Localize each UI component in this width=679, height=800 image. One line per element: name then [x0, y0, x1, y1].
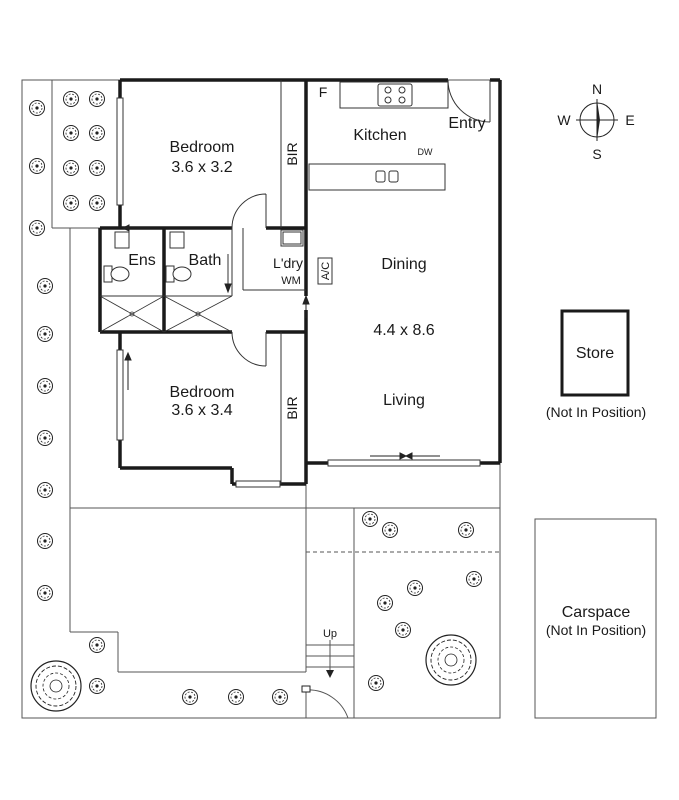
windows — [116, 97, 481, 488]
ensuite-label: Ens — [128, 252, 156, 269]
garden-lines — [51, 80, 500, 718]
kitchen-label: Kitchen — [353, 127, 406, 144]
compass-east: E — [625, 112, 634, 128]
compass-west: W — [557, 112, 571, 128]
bedroom-2-size: 3.6 x 3.4 — [171, 402, 232, 419]
bedroom-1-size: 3.6 x 3.2 — [171, 159, 232, 176]
carspace-note: (Not In Position) — [546, 622, 646, 638]
steps — [306, 640, 354, 678]
small-arrows — [121, 224, 310, 318]
laundry-fixtures — [280, 229, 333, 285]
entry-label: Entry — [448, 115, 485, 132]
store-label: Store — [576, 345, 614, 362]
laundry-label: L'dry — [273, 255, 303, 271]
bathroom-fixtures — [103, 231, 192, 283]
sliding-door-arrows — [124, 351, 440, 460]
kitchen-bench — [308, 81, 449, 191]
bir-label-top: BIR — [284, 142, 300, 165]
gate-swing — [305, 689, 349, 719]
living-label: Living — [383, 392, 425, 409]
stairs-up-label: Up — [323, 628, 337, 640]
gate-post — [301, 685, 311, 693]
dining-label: Dining — [381, 256, 426, 273]
store-note: (Not In Position) — [546, 404, 646, 420]
door-swings — [227, 79, 491, 367]
compass-south: S — [592, 146, 601, 162]
bir-label-bottom: BIR — [284, 396, 300, 419]
air-con-label: A/C — [320, 262, 332, 280]
compass-icon — [576, 99, 618, 141]
carspace-label: Carspace — [562, 604, 631, 621]
living-size: 4.4 x 8.6 — [373, 322, 434, 339]
bath-label: Bath — [189, 252, 222, 269]
interior-lines — [100, 80, 306, 484]
shower-bases — [99, 295, 233, 333]
store-outline — [560, 309, 630, 397]
bedroom-2-label: Bedroom — [170, 384, 235, 401]
compass-north: N — [592, 81, 602, 97]
washing-machine-label: WM — [281, 275, 301, 287]
bedroom-1-label: Bedroom — [170, 139, 235, 156]
carspace-outline — [534, 518, 657, 719]
fridge-label: F — [319, 84, 328, 100]
dishwasher-label: DW — [418, 147, 433, 157]
